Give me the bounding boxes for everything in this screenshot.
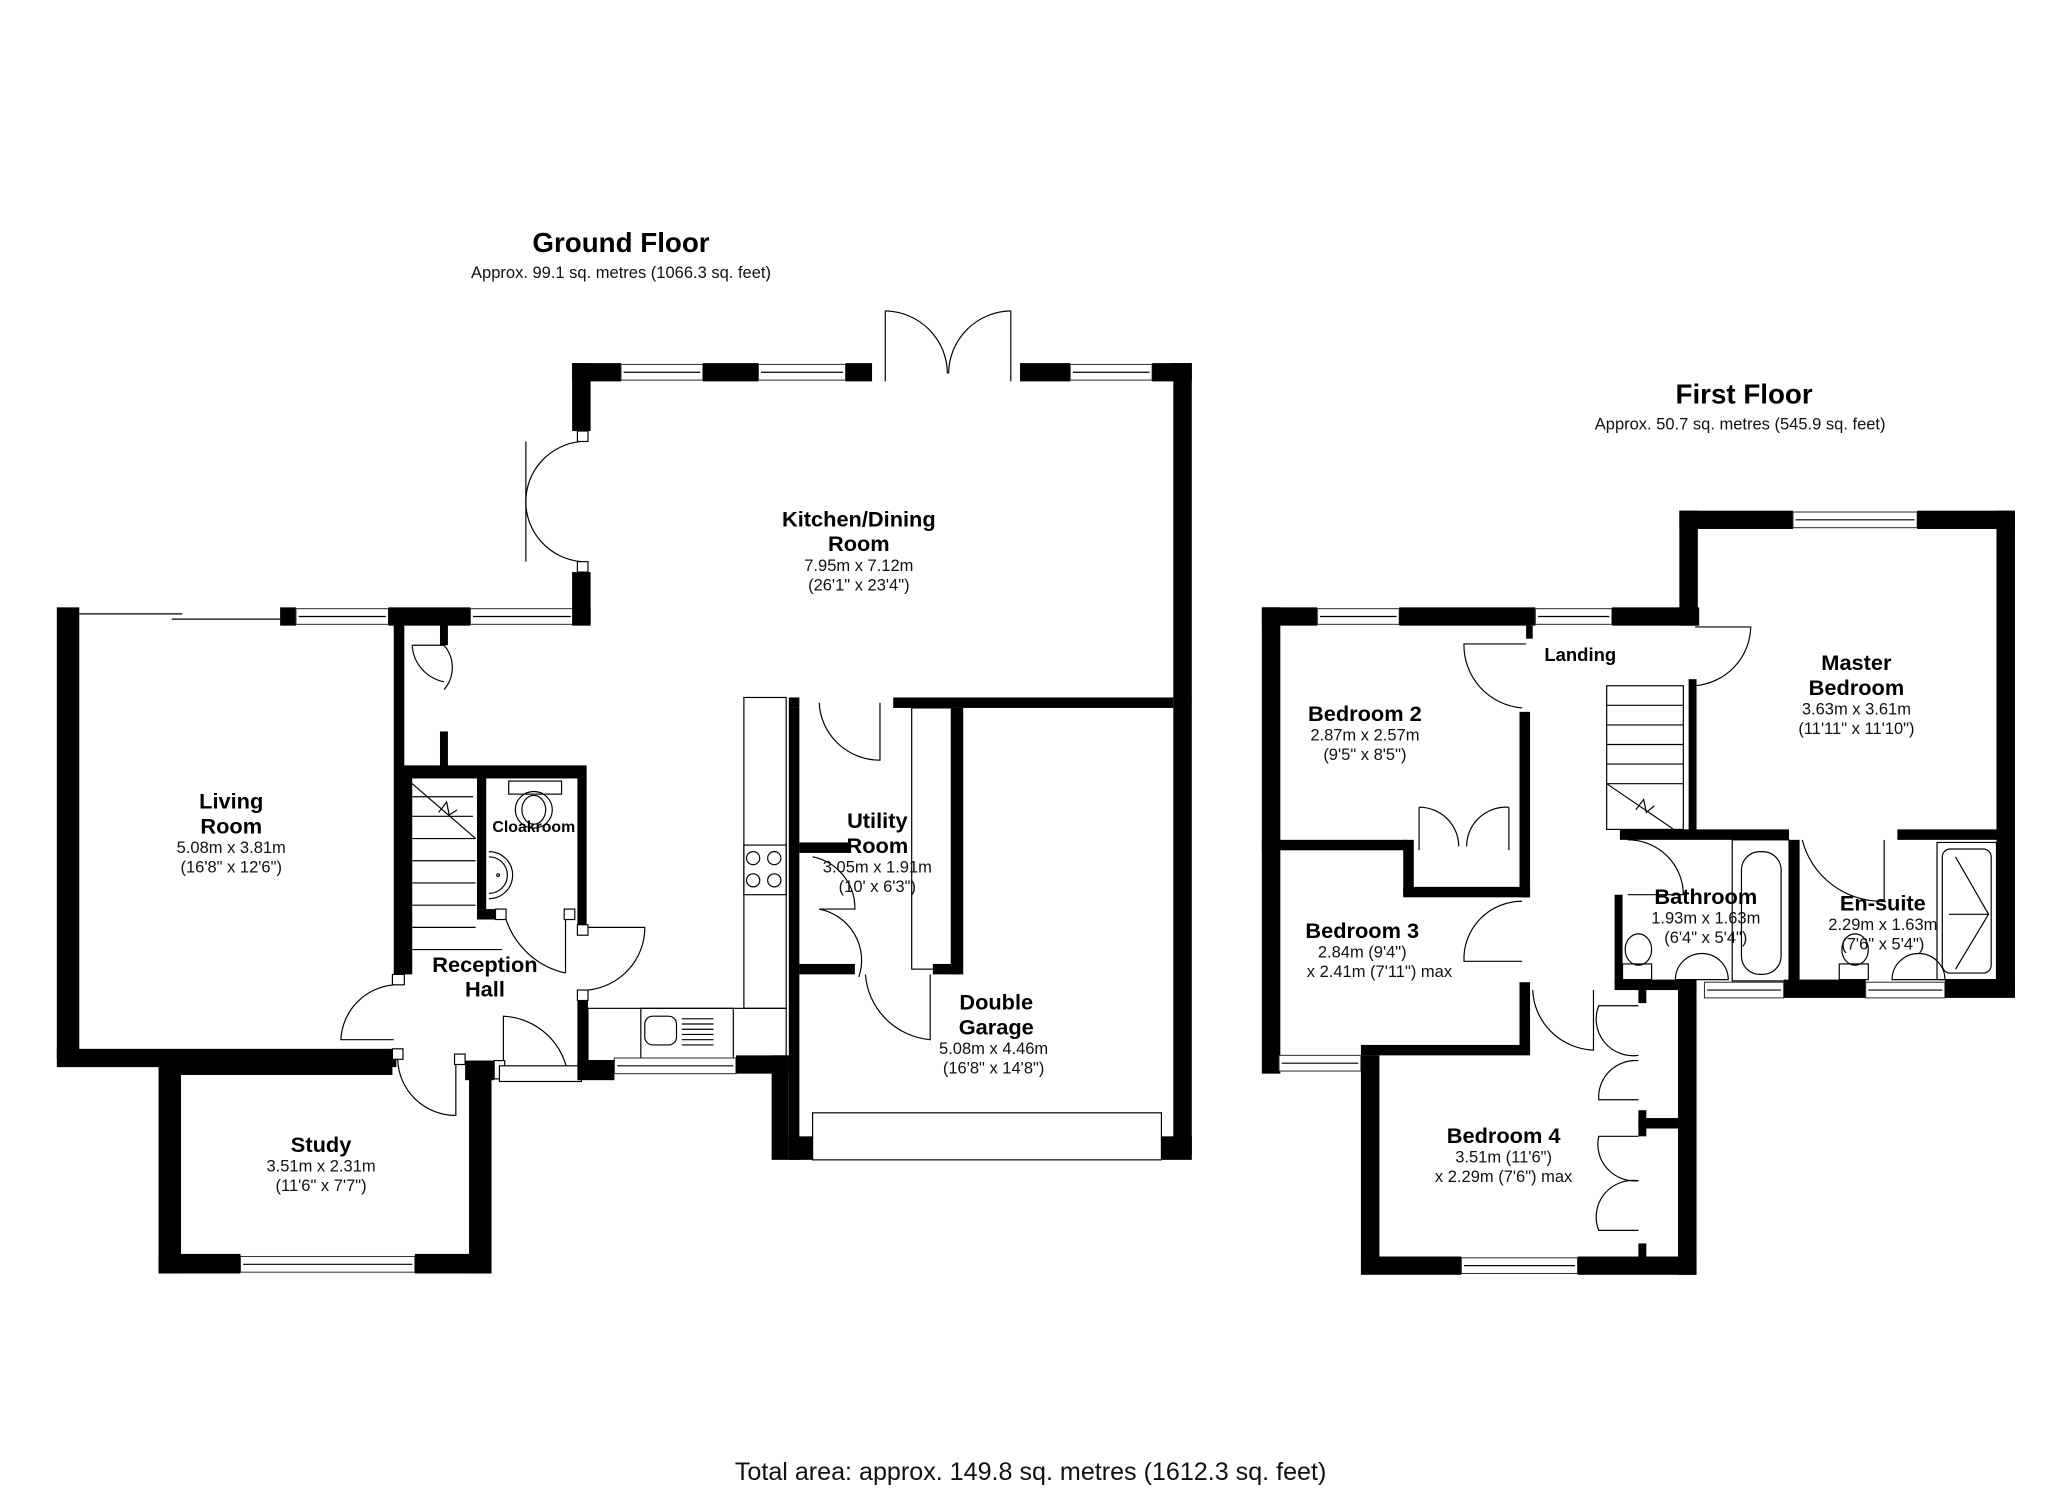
kitchen-label-2: Room	[828, 531, 890, 556]
bedroom3-dim-2: x 2.41m (7'11") max	[1307, 963, 1453, 981]
garage-label-2: Garage	[959, 1015, 1034, 1040]
bathroom-fixtures	[1621, 839, 1998, 982]
cloakroom-label: Cloakroom	[492, 819, 575, 836]
bedroom2-label: Bedroom 2	[1308, 701, 1422, 726]
utility-walls: Utility Room 3.05m x 1.91m (10' x 6'3")	[788, 697, 1174, 1160]
stairs-ground: Cloakroom	[401, 765, 646, 1077]
toilet-icon	[508, 780, 563, 829]
total-area: Total area: approx. 149.8 sq. metres (16…	[735, 1458, 1327, 1486]
study-walls: Study 3.51m x 2.31m (11'6" x 7'7")	[158, 1060, 492, 1274]
utility-dim-ft: (10' x 6'3")	[839, 878, 916, 896]
bedroom2-dim-m: 2.87m x 2.57m	[1310, 727, 1419, 745]
master-label-2: Bedroom	[1809, 675, 1905, 700]
master-dim-ft: (11'11" x 11'10")	[1798, 720, 1914, 738]
utility-dim-m: 3.05m x 1.91m	[823, 859, 932, 877]
bedroom3-dim-1: 2.84m (9'4")	[1318, 943, 1407, 961]
first-floor-title: First Floor	[1676, 379, 1813, 410]
kitchen-walls	[525, 310, 1192, 1155]
study-dim-m: 3.51m x 2.31m	[267, 1158, 376, 1176]
reception-label-1: Reception	[432, 952, 537, 977]
first-floor-area: Approx. 50.7 sq. metres (545.9 sq. feet)	[1595, 416, 1886, 434]
french-doors-side	[525, 440, 582, 563]
kitchen-dim-ft: (26'1" x 23'4")	[808, 576, 909, 594]
study-label: Study	[291, 1132, 352, 1157]
ensuite-label: En-suite	[1840, 890, 1926, 915]
living-dim-ft: (16'8" x 12'6")	[180, 859, 281, 877]
living-label-2: Room	[200, 813, 262, 838]
garage-dim-ft: (16'8" x 14'8")	[943, 1060, 1044, 1078]
bathroom-dim-ft: (6'4" x 5'4")	[1664, 929, 1747, 947]
master-label-1: Master	[1821, 650, 1892, 675]
study-dim-ft: (11'6" x 7'7")	[276, 1177, 367, 1195]
kitchen-units	[587, 696, 789, 1075]
ground-floor-title: Ground Floor	[532, 227, 709, 258]
bedroom4-dim-1: 3.51m (11'6")	[1455, 1149, 1552, 1167]
garage-dim-m: 5.08m x 4.46m	[939, 1040, 1048, 1058]
garage-label-1: Double	[959, 990, 1033, 1015]
landing-label: Landing	[1544, 644, 1616, 665]
utility-label-1: Utility	[847, 808, 908, 833]
living-dim-m: 5.08m x 3.81m	[177, 839, 286, 857]
reception-label-2: Hall	[465, 977, 505, 1002]
ensuite-dim-m: 2.29m x 1.63m	[1828, 916, 1937, 934]
utility-label-2: Room	[846, 833, 908, 858]
reception-hall: Reception Hall	[340, 952, 615, 1117]
bedroom2-dim-ft: (9'5" x 8'5")	[1323, 746, 1406, 764]
bedroom4-dim-2: x 2.29m (7'6") max	[1435, 1168, 1573, 1186]
bedroom4-label: Bedroom 4	[1447, 1123, 1561, 1148]
bathroom-dim-m: 1.93m x 1.63m	[1651, 910, 1760, 928]
stair-treads	[411, 783, 503, 951]
kitchen-label-1: Kitchen/Dining	[782, 506, 936, 531]
ground-floor-area: Approx. 99.1 sq. metres (1066.3 sq. feet…	[471, 264, 771, 282]
first-floor-plan: First Floor Approx. 50.7 sq. metres (545…	[1261, 379, 2015, 1275]
bathroom-label: Bathroom	[1654, 884, 1757, 909]
landing-features	[1418, 625, 1885, 1231]
ensuite-dim-ft: (7'6" x 5'4")	[1841, 936, 1924, 954]
basin-icon	[488, 851, 514, 900]
master-dim-m: 3.63m x 3.61m	[1802, 701, 1911, 719]
first-floor-walls	[1261, 510, 2015, 1275]
kitchen-dim-m: 7.95m x 7.12m	[804, 557, 913, 575]
ground-floor-plan: Ground Floor Approx. 99.1 sq. metres (10…	[56, 227, 1192, 1274]
sink-icon	[644, 1015, 714, 1046]
living-label-1: Living	[199, 789, 263, 814]
bedroom3-label: Bedroom 3	[1305, 918, 1419, 943]
garage-walls: Double Garage 5.08m x 4.46m (16'8" x 14'…	[771, 990, 1192, 1161]
living-walls	[56, 607, 591, 1068]
french-doors-top	[884, 310, 1012, 382]
